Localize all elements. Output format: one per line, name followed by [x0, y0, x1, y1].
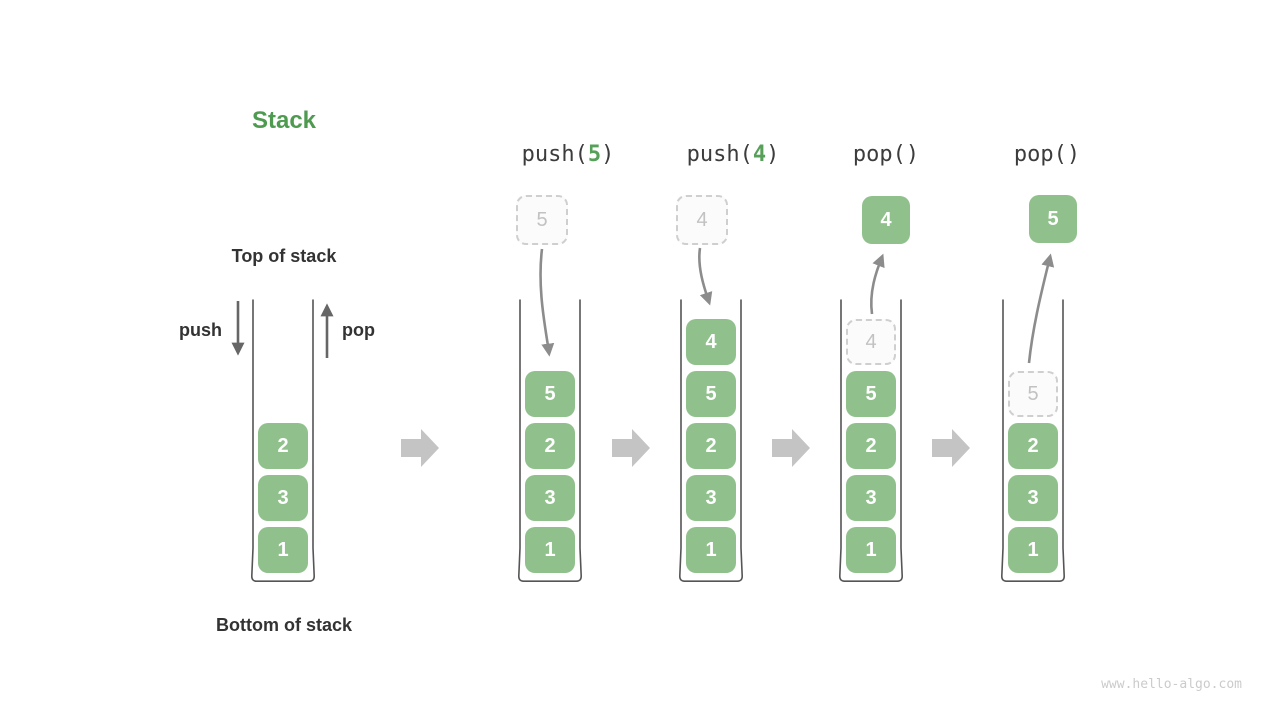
- operation-arg: 4: [752, 142, 767, 167]
- stack-block: 5: [525, 371, 575, 417]
- diagram-title: Stack: [251, 107, 317, 134]
- step-arrow: [772, 429, 810, 467]
- stack-block: 5: [846, 371, 896, 417]
- operation-label-pop-1: pop(): [796, 142, 976, 167]
- stack-block: 4: [686, 319, 736, 365]
- stack-block-ghost: 4: [846, 319, 896, 365]
- operation-label-pop-2: pop(): [957, 142, 1137, 167]
- stack-block: 3: [258, 475, 308, 521]
- stack-state-after-push-5: 5 2 3 1: [517, 299, 583, 584]
- incoming-value-box: 4: [676, 195, 728, 245]
- pop-label: pop: [342, 320, 375, 340]
- operation-label-push-5: push(5): [478, 142, 658, 167]
- stack-block: 1: [846, 527, 896, 573]
- stack-container-outline: [838, 299, 904, 582]
- popped-value-box: 5: [1029, 195, 1077, 243]
- stack-block: 2: [686, 423, 736, 469]
- step-arrow: [612, 429, 650, 467]
- operation-text: push(: [686, 142, 753, 167]
- operation-text: ): [905, 142, 920, 167]
- stack-container-outline: [517, 299, 583, 582]
- stack-block-ghost: 5: [1008, 371, 1058, 417]
- stack-container-outline: [678, 299, 744, 582]
- stack-state-after-pop-5: 5 2 3 1: [1000, 299, 1066, 584]
- step-arrow: [401, 429, 439, 467]
- stack-block: 3: [686, 475, 736, 521]
- stack-block: 1: [686, 527, 736, 573]
- stack-state-after-pop-4: 4 5 2 3 1: [838, 299, 904, 584]
- push-label: push: [179, 320, 222, 340]
- operation-text: ): [1066, 142, 1081, 167]
- operation-arg: 5: [587, 142, 602, 167]
- stack-block: 1: [525, 527, 575, 573]
- operation-text: ): [766, 142, 780, 167]
- stack-block: 1: [258, 527, 308, 573]
- stack-state-after-push-4: 4 5 2 3 1: [678, 299, 744, 584]
- operation-label-push-4: push(4): [643, 142, 823, 167]
- operation-text: pop(: [852, 142, 906, 167]
- stack-block: 2: [258, 423, 308, 469]
- operation-text: push(: [521, 142, 588, 167]
- incoming-value-box: 5: [516, 195, 568, 245]
- stack-block: 2: [525, 423, 575, 469]
- step-arrow: [932, 429, 970, 467]
- stack-block: 5: [686, 371, 736, 417]
- watermark: www.hello-algo.com: [1101, 677, 1242, 692]
- stack-state-initial: 2 3 1: [250, 299, 316, 584]
- stack-block: 3: [846, 475, 896, 521]
- top-of-stack-label: Top of stack: [231, 246, 337, 266]
- popped-value-box: 4: [862, 196, 910, 244]
- stack-block: 2: [1008, 423, 1058, 469]
- stack-block: 1: [1008, 527, 1058, 573]
- bottom-of-stack-label: Bottom of stack: [215, 615, 352, 635]
- push-flow-arrow: [698, 247, 713, 306]
- stack-block: 3: [525, 475, 575, 521]
- stack-block: 3: [1008, 475, 1058, 521]
- stack-container-outline: [1000, 299, 1066, 582]
- operation-text: ): [601, 142, 615, 167]
- operation-text: pop(: [1013, 142, 1067, 167]
- stack-container-outline: [250, 299, 316, 582]
- stack-block: 2: [846, 423, 896, 469]
